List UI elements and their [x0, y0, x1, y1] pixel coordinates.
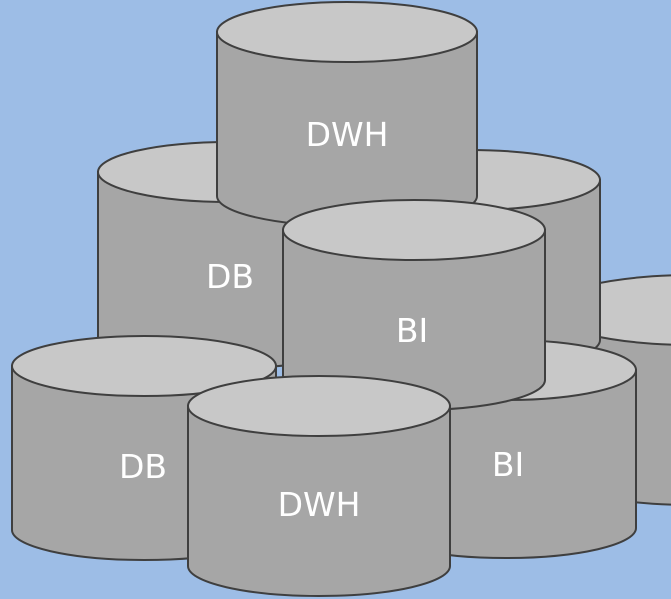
- cylinder-label: BI: [396, 311, 428, 350]
- cylinder-label: DB: [206, 257, 254, 296]
- cylinder-label: DB: [119, 447, 167, 486]
- cylinder-label: DWH: [278, 485, 361, 524]
- cylinder-top: DWH: [216, 1, 478, 227]
- cylinder-label: BI: [492, 445, 524, 484]
- cylinder-bottom-center: DWH: [187, 375, 451, 597]
- cylinder-label: DWH: [306, 115, 389, 154]
